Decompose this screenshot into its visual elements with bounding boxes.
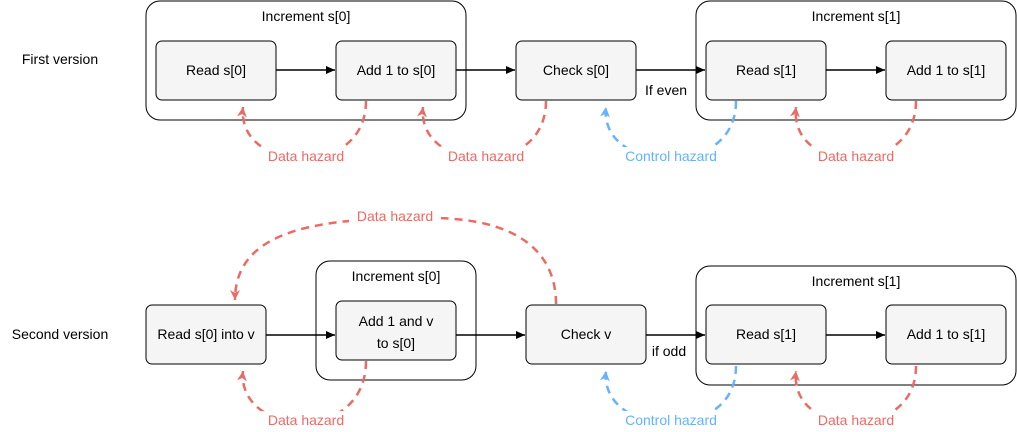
first-node-add-s1-label: Add 1 to s[1] xyxy=(907,62,986,78)
first-hazard-data-2-label: Data hazard xyxy=(448,148,524,164)
second-node-add-1-and-v xyxy=(335,300,457,361)
first-node-check-s0-label: Check s[0] xyxy=(543,62,609,78)
second-node-add-label-line1: Add 1 and v xyxy=(359,313,434,329)
first-hazard-control-label: Control hazard xyxy=(625,148,717,164)
second-edge-label-if-odd: if odd xyxy=(652,343,686,359)
first-hazard-data-3-label: Data hazard xyxy=(818,148,894,164)
first-hazard-data-1 xyxy=(236,100,368,160)
second-hazard-data-2 xyxy=(789,365,918,424)
first-group-increment-s0-title: Increment s[0] xyxy=(262,8,351,24)
first-node-read-s0-label: Read s[0] xyxy=(186,62,246,78)
second-group-increment-s0-title: Increment s[0] xyxy=(352,268,441,284)
second-node-add-s1-label: Add 1 to s[1] xyxy=(907,326,986,342)
second-hazard-control-label: Control hazard xyxy=(625,412,717,428)
second-node-add-label-line2: to s[0] xyxy=(377,335,415,351)
second-node-read-s0-into-v-label: Read s[0] into v xyxy=(157,326,254,342)
second-hazard-data-2-label: Data hazard xyxy=(818,412,894,428)
first-hazard-data-3 xyxy=(789,100,918,160)
second-version-label: Second version xyxy=(12,326,109,342)
second-hazard-data-top xyxy=(230,216,558,305)
first-group-increment-s1-title: Increment s[1] xyxy=(812,8,901,24)
first-node-read-s1-label: Read s[1] xyxy=(736,62,796,78)
second-hazard-control xyxy=(599,365,738,424)
second-hazard-data-top-label: Data hazard xyxy=(357,208,433,224)
second-node-check-v-label: Check v xyxy=(561,326,612,342)
first-edge-label-if-even: If even xyxy=(645,82,687,98)
second-node-read-s1-label: Read s[1] xyxy=(736,326,796,342)
first-node-add-s1 xyxy=(885,40,1007,101)
second-node-add-s1 xyxy=(885,304,1007,365)
first-node-add-s0-label: Add 1 to s[0] xyxy=(357,62,436,78)
second-group-increment-s1-title: Increment s[1] xyxy=(812,273,901,289)
first-hazard-data-1-label: Data hazard xyxy=(268,148,344,164)
second-hazard-data-1 xyxy=(236,360,368,424)
second-hazard-data-1-label: Data hazard xyxy=(268,412,344,428)
first-hazard-data-2 xyxy=(416,100,548,160)
first-version-label: First version xyxy=(22,51,98,67)
